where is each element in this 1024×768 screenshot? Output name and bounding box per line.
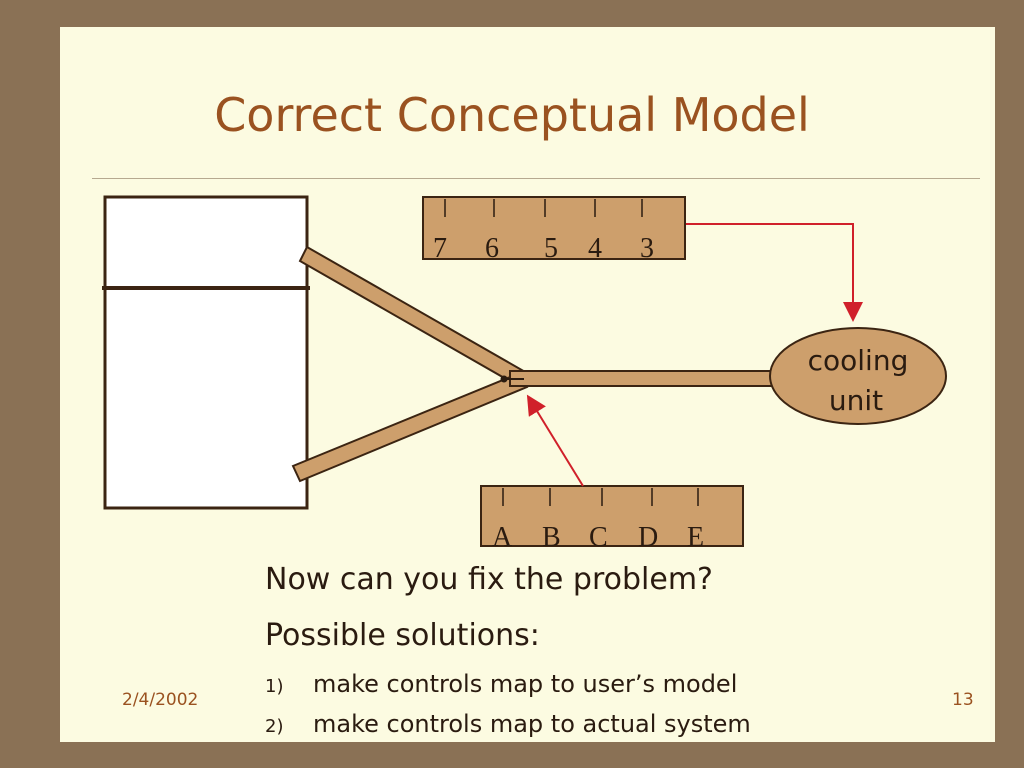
solution-number: 2)	[265, 716, 284, 737]
title-divider	[92, 178, 980, 179]
solution-text: make controls map to user’s model	[313, 670, 738, 698]
dial-label-d: D	[638, 522, 658, 553]
dial-ticks	[444, 199, 643, 217]
dial-label-e: E	[687, 522, 704, 553]
solution-text: make controls map to actual system	[313, 710, 751, 738]
solution-number: 1)	[265, 676, 284, 697]
dial-to-cooling-arrow	[686, 223, 863, 322]
solution-item: 2) make controls map to actual system	[265, 710, 751, 738]
dial-label-c: C	[589, 522, 608, 553]
dial-label-b: B	[542, 522, 561, 553]
cooling-unit	[769, 327, 947, 425]
dial-to-valve-arrow	[526, 394, 584, 487]
cooling-unit-label-2: unit	[829, 384, 883, 417]
dial-ticks	[502, 488, 699, 506]
freezer-dial[interactable]: A B C D E	[480, 485, 744, 553]
dial-label-5: 5	[544, 233, 558, 264]
dial-label-3: 3	[640, 233, 654, 264]
temperature-dial[interactable]: 7 6 5 4 3	[422, 196, 686, 264]
possible-solutions-heading: Possible solutions:	[265, 618, 540, 653]
question-text: Now can you fix the problem?	[265, 562, 713, 597]
lower-tube	[291, 371, 529, 483]
dial-label-a: A	[492, 522, 513, 553]
valve-pivot	[500, 375, 508, 383]
dial-label-6: 6	[485, 233, 499, 264]
dial-label-4: 4	[588, 233, 602, 264]
upper-tube	[298, 245, 529, 389]
cooling-unit-label-1: cooling	[808, 344, 909, 377]
footer-date: 2/4/2002	[122, 690, 199, 710]
page-number: 13	[952, 690, 974, 710]
dial-label-7: 7	[433, 233, 447, 264]
slide-title: Correct Conceptual Model	[214, 88, 810, 142]
main-tube	[509, 370, 777, 387]
fridge-body	[103, 195, 309, 510]
solution-item: 1) make controls map to user’s model	[265, 670, 737, 698]
